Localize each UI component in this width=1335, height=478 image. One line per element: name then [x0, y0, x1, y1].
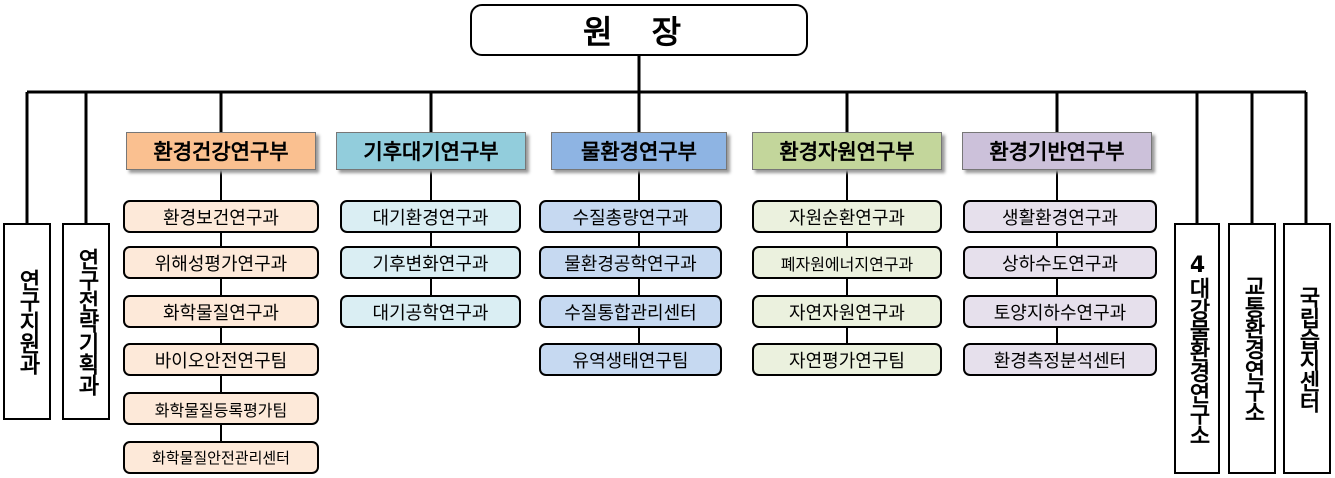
team-box: 대기환경연구과 [340, 200, 521, 233]
team-box: 수질총량연구과 [539, 200, 722, 233]
department-box: 환경자원연구부 [752, 132, 942, 170]
team-box: 상하수도연구과 [963, 246, 1157, 279]
side-unit-research-strategy: 연구전략기획과 [62, 223, 110, 420]
team-box: 위해성평가연구과 [123, 246, 319, 279]
team-box: 화학물질연구과 [123, 295, 319, 328]
team-box: 화학물질안전관리센터 [123, 441, 319, 474]
team-box: 대기공학연구과 [340, 295, 521, 328]
team-box: 생활환경연구과 [963, 200, 1157, 233]
team-box: 기후변화연구과 [340, 246, 521, 279]
team-box: 수질통합관리센터 [539, 295, 722, 328]
department-box: 환경건강연구부 [126, 132, 316, 170]
director-box: 원 장 [470, 4, 808, 56]
team-box: 폐자원에너지연구과 [752, 246, 942, 279]
side-unit-wetland-center: 국립습지센터 [1283, 223, 1331, 474]
team-box: 자원순환연구과 [752, 200, 942, 233]
team-box: 유역생태연구팀 [539, 343, 722, 376]
side-unit-research-support: 연구지원과 [3, 223, 51, 420]
team-box: 물환경공학연구과 [539, 246, 722, 279]
department-box: 물환경연구부 [551, 132, 727, 170]
team-box: 자연자원연구과 [752, 295, 942, 328]
team-box: 토양지하수연구과 [963, 295, 1157, 328]
team-box: 바이오안전연구팀 [123, 343, 319, 376]
team-box: 환경보건연구과 [123, 200, 319, 233]
department-box: 환경기반연구부 [962, 132, 1152, 170]
team-box: 자연평가연구팀 [752, 343, 942, 376]
team-box: 환경측정분석센터 [963, 343, 1157, 376]
side-unit-four-rivers: 4대강물환경연구소 [1174, 223, 1220, 474]
side-unit-transport-env: 교통환경연구소 [1228, 223, 1276, 474]
department-box: 기후대기연구부 [336, 132, 526, 170]
team-box: 화학물질등록평가팀 [123, 392, 319, 425]
